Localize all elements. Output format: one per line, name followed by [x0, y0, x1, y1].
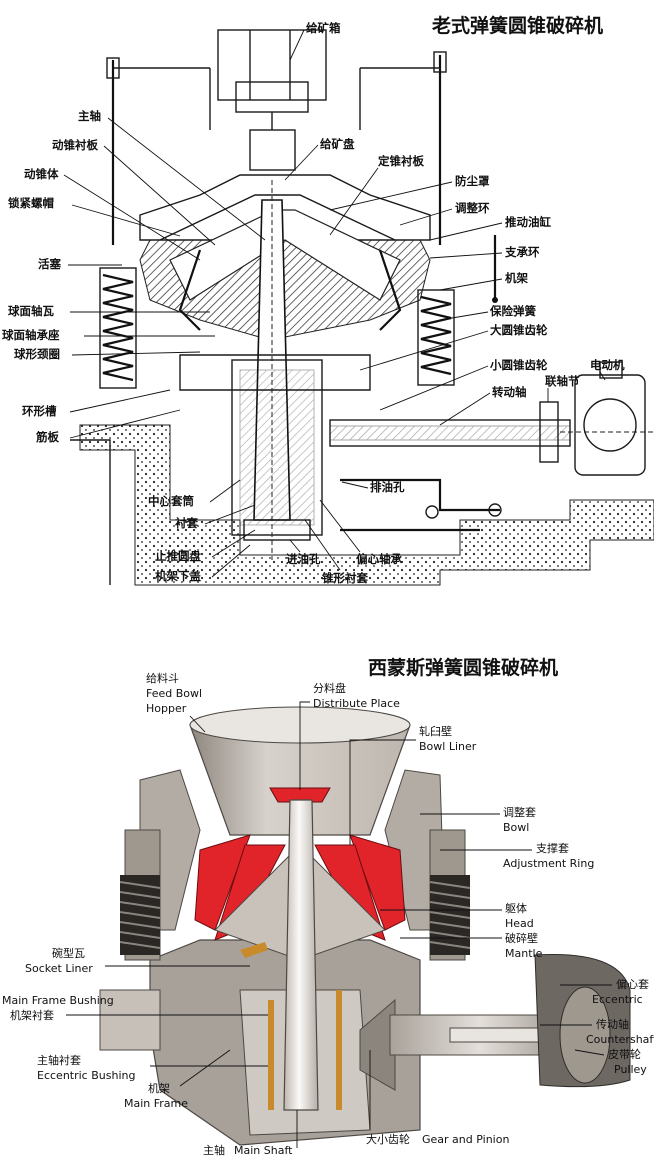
spring-right	[417, 289, 455, 386]
lbl-mantle-liner: 动锥衬板	[52, 138, 98, 152]
lbl-socket-en: Socket Liner	[25, 962, 93, 975]
top-labels: 主轴 动锥衬板 动锥体 锁紧螺帽 活塞 球面轴瓦 球面轴承座 球形颈圈 环形槽 …	[2, 21, 625, 585]
lbl-small-bevel: 小圆锥齿轮	[489, 358, 548, 372]
springs-right	[429, 875, 471, 955]
lbl-push-cylinder: 推动油缸	[505, 215, 551, 229]
old-crusher-svg: 老式弹簧圆锥破碎机	[2, 14, 654, 586]
lbl-gear-cn: 大小齿轮	[366, 1132, 410, 1146]
lbl-bowl-liner-cn: 轧臼壁	[419, 724, 452, 738]
lbl-eccentric-cn: 偏心套	[616, 977, 649, 991]
lbl-oil-outlet: 排油孔	[370, 480, 405, 494]
old-crusher-drawing: 老式弹簧圆锥破碎机	[2, 14, 654, 586]
lbl-ecc-bushing-en: Eccentric Bushing	[37, 1069, 135, 1082]
lbl-cone-bushing: 锥形衬套	[322, 571, 368, 585]
lbl-ecc-bushing-cn: 主轴衬套	[37, 1053, 81, 1067]
spring-left	[99, 267, 137, 389]
main-shaft	[283, 799, 319, 1111]
bottom-title: 西蒙斯弹簧圆锥破碎机	[368, 656, 558, 679]
lbl-big-bevel: 大圆锥齿轮	[490, 323, 548, 337]
lbl-bowl-en: Bowl	[503, 821, 529, 834]
feed-box	[217, 29, 327, 171]
lbl-dust-cover: 防尘罩	[455, 174, 490, 188]
lbl-countershaft-en: Countershaft	[586, 1033, 654, 1046]
lbl-safety-spring: 保险弹簧	[489, 304, 536, 318]
lbl-moving-cone: 动锥体	[24, 167, 59, 181]
lbl-bushing: 衬套	[175, 516, 198, 530]
lbl-head-en: Head	[505, 917, 534, 930]
side-rods	[106, 51, 447, 245]
lbl-rib: 筋板	[35, 430, 59, 444]
lbl-drive-shaft: 转动轴	[492, 385, 527, 399]
lbl-adj-ring-en: Adjustment Ring	[503, 857, 594, 870]
lbl-thrust-disc: 止推圆盘	[155, 549, 201, 563]
lbl-spherical-neck: 球形颈圈	[14, 347, 60, 361]
lbl-spherical-bearing: 球面轴瓦	[8, 304, 54, 318]
lbl-hopper-cn: 给料斗	[146, 671, 179, 685]
springs-left	[119, 875, 161, 955]
lbl-distribute-cn: 分料盘	[313, 681, 346, 695]
lbl-frame: 机架	[505, 271, 528, 285]
countershaft	[359, 953, 631, 1091]
lbl-bowl-cn: 调整套	[503, 805, 536, 819]
lbl-piston: 活塞	[38, 257, 61, 271]
symons-crusher-svg: 西蒙斯弹簧圆锥破碎机	[2, 656, 654, 1157]
lbl-main-shaft: 主轴	[78, 109, 101, 123]
lbl-socket-cn: 碗型瓦	[52, 946, 85, 960]
lbl-main-shaft-cn: 主轴	[203, 1143, 225, 1157]
top-title: 老式弹簧圆锥破碎机	[432, 14, 603, 37]
lbl-mantle-en: Mantle	[505, 947, 543, 960]
crusher-body	[99, 174, 654, 560]
lbl-ring-groove: 环形槽	[22, 404, 57, 418]
lbl-motor: 电动机	[590, 358, 625, 372]
lbl-main-shaft-en: Main Shaft	[234, 1144, 293, 1157]
lbl-main-frame-en: Main Frame	[124, 1097, 188, 1110]
lbl-mantle-cn: 破碎壁	[505, 931, 538, 945]
bushings	[240, 942, 342, 1110]
lbl-adj-ring-cn: 支撑套	[536, 841, 569, 855]
lbl-lock-nut: 锁紧螺帽	[8, 196, 54, 210]
lbl-pulley-en: Pulley	[614, 1063, 647, 1076]
lbl-gear-en: Gear and Pinion	[422, 1133, 509, 1146]
lbl-oil-inlet: 进油孔	[286, 552, 321, 566]
lbl-main-frame-cn: 机架	[148, 1081, 170, 1095]
lbl-hopper-en1: Feed Bowl	[146, 687, 202, 700]
lbl-feed-box: 给矿箱	[306, 21, 341, 35]
symons-crusher-cutaway: 西蒙斯弹簧圆锥破碎机	[0, 630, 654, 1171]
lbl-pulley-cn: 皮带轮	[608, 1047, 641, 1061]
lbl-adjust-ring: 调整环	[455, 201, 490, 215]
lbl-feed-plate: 给矿盘	[320, 137, 355, 151]
lbl-fixed-liner: 定锥衬板	[378, 154, 424, 168]
bottom-labels: 给料斗 Feed Bowl Hopper 分料盘 Distribute Plac…	[2, 671, 654, 1157]
lbl-center-sleeve: 中心套筒	[148, 494, 194, 508]
distribute-plate	[269, 787, 331, 803]
lbl-eccentric-bearing: 偏心轴承	[356, 552, 402, 566]
lbl-hopper-en2: Hopper	[146, 702, 187, 715]
lbl-distribute-en: Distribute Place	[313, 697, 400, 710]
lbl-spherical-seat: 球面轴承座	[2, 328, 60, 342]
lbl-mf-bushing-cn: 机架衬套	[10, 1008, 54, 1022]
lbl-countershaft-cn: 传动轴	[596, 1017, 629, 1031]
lbl-support-ring: 支承环	[504, 245, 540, 259]
lbl-coupling: 联轴节	[545, 374, 580, 388]
lbl-bowl-liner-en: Bowl Liner	[419, 740, 477, 753]
lbl-head-cn: 躯体	[505, 901, 527, 915]
lbl-frame-cover: 机架下盖	[155, 569, 201, 583]
lbl-eccentric-en: Eccentric	[592, 993, 643, 1006]
lbl-mf-bushing-en: Main Frame Bushing	[2, 994, 114, 1007]
